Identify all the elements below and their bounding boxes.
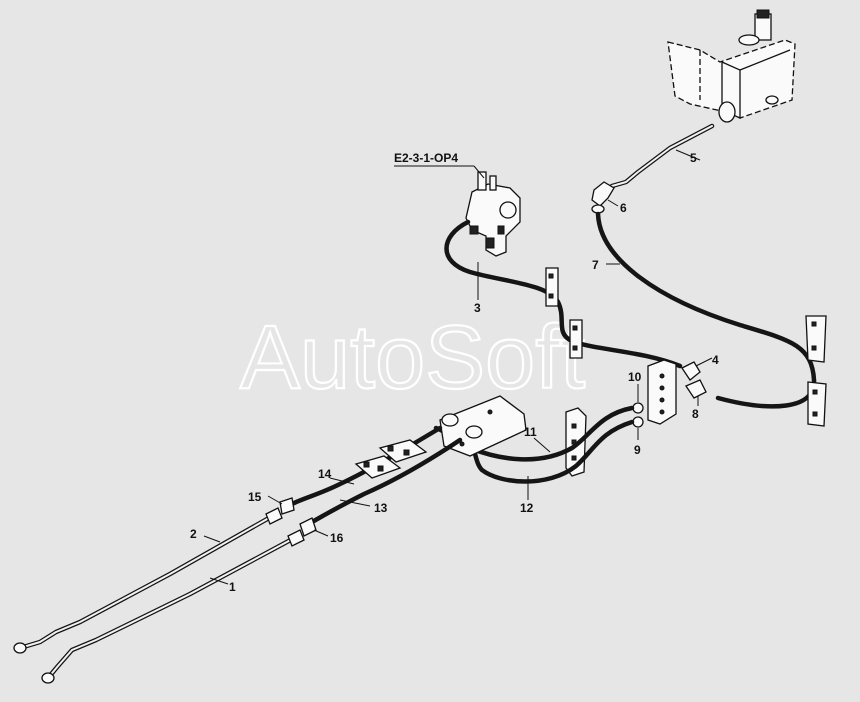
callout-10: 10	[628, 370, 642, 384]
callout-8: 8	[692, 407, 699, 421]
hose-clamp	[805, 315, 827, 363]
fitting-8	[685, 379, 707, 399]
callout-16: 16	[330, 531, 344, 545]
callout-4: 4	[712, 353, 719, 367]
callout-5: 5	[690, 151, 697, 165]
callout-13: 13	[374, 501, 388, 515]
callout-9: 9	[634, 443, 641, 457]
callout-3: 3	[474, 301, 481, 315]
hose-clamp	[545, 267, 559, 307]
callout-2: 2	[190, 527, 197, 541]
hose-12	[463, 419, 635, 484]
fitting-9	[632, 416, 644, 428]
hose-7	[595, 211, 817, 409]
reference-label: E2-3-1-OP4	[394, 151, 458, 165]
hydraulic-tank	[667, 9, 796, 123]
callout-1: 1	[229, 580, 236, 594]
callout-12: 12	[520, 501, 534, 515]
tube-2	[13, 507, 283, 654]
hose-clamp-block	[378, 439, 428, 463]
hose-clamp	[569, 319, 583, 359]
callout-11: 11	[524, 425, 537, 439]
control-valve	[465, 171, 521, 257]
hose-13	[309, 437, 463, 525]
watermark-text: AutoSoft	[240, 308, 585, 408]
elbow-fitting-6	[591, 181, 615, 214]
fitting-4	[681, 361, 701, 381]
fitting-10	[632, 402, 644, 414]
callout-14: 14	[318, 467, 332, 481]
callout-7: 7	[592, 258, 599, 272]
return-tube-5	[609, 123, 715, 189]
hose-clamp-block	[354, 455, 402, 479]
callout-6: 6	[620, 201, 627, 215]
tube-1	[41, 529, 305, 684]
fitting-15	[279, 497, 295, 515]
mounting-bracket	[647, 359, 677, 425]
callout-15: 15	[248, 490, 262, 504]
hose-clamp	[807, 381, 827, 427]
fitting-16	[299, 517, 317, 537]
